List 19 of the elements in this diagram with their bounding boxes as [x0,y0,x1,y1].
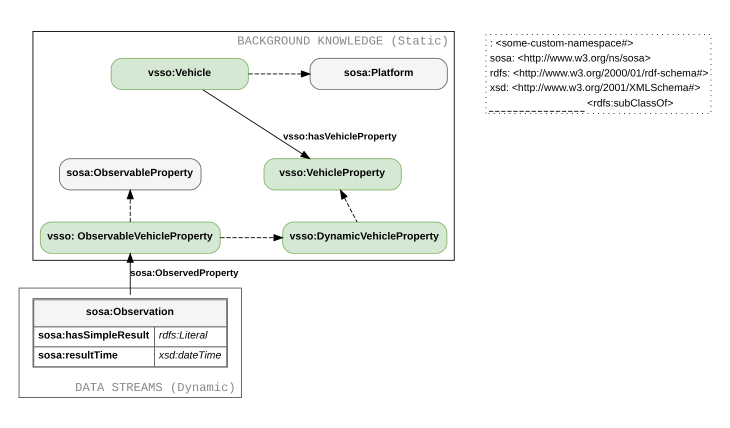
arrow [126,252,134,295]
node-box: sosa:ObservableProperty [59,158,202,190]
arrow [220,234,284,241]
legend-label: <rdfs:subClassOf> [587,98,674,110]
arrow [340,188,358,222]
label: sosa: <http://www.w3.org/ns/sosa> [490,52,651,64]
arrow [126,188,134,222]
node-box: vsso:Vehicle [110,57,249,90]
node-box: vsso:VehicleProperty [264,158,402,190]
arrow [248,70,312,78]
node-box: sosa:Platform [310,57,448,90]
label: rdfs: <http://www.w3.org/2000/01/rdf-schema#> [490,68,709,79]
node-box: vsso:DynamicVehicleProperty [282,221,448,254]
node-box: vsso: ObservableVehicleProperty [40,221,221,254]
edge-label: vsso:hasVehicleProperty [283,130,397,142]
edge-label: sosa:ObservedProperty [130,267,238,278]
label: : <some-custom-namespace#> [490,38,634,50]
arrow [202,88,311,159]
label: xsd: <http://www.w3.org/2001/XMLSchema#> [490,82,700,94]
